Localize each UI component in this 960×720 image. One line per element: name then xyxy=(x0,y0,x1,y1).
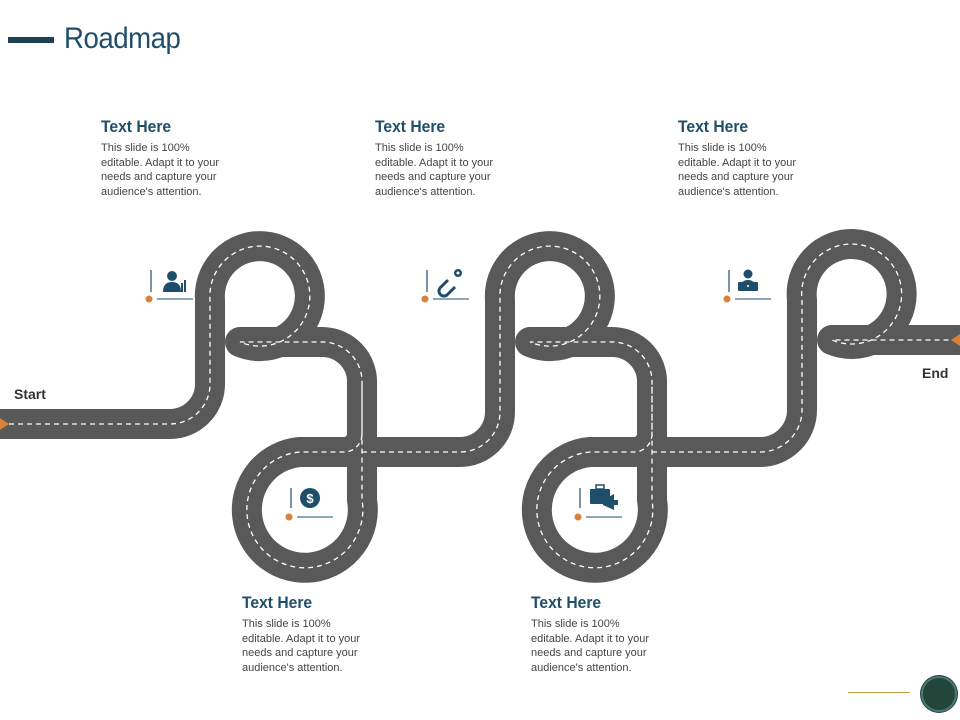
milestone-heading: Text Here xyxy=(242,593,313,612)
milestone-heading: Text Here xyxy=(101,117,172,136)
end-label: End xyxy=(922,365,949,381)
person-laptop-icon xyxy=(738,269,758,291)
footer-logo-circle xyxy=(921,676,957,712)
magnet-user-icon xyxy=(437,269,462,298)
milestone-text-4: Text Here This slide is 100%editable. Ad… xyxy=(531,593,671,675)
footer-divider xyxy=(848,692,910,693)
dollar-coin-icon: $ xyxy=(300,488,320,508)
user-chart-icon xyxy=(163,271,186,292)
milestone-body: This slide is 100%editable. Adapt it to … xyxy=(101,142,220,198)
briefcase-megaphone-icon xyxy=(590,484,618,510)
milestone-heading: Text Here xyxy=(375,117,446,136)
milestone-marker-4 xyxy=(574,484,622,521)
milestone-marker-5 xyxy=(723,269,771,303)
svg-text:$: $ xyxy=(306,491,314,506)
milestone-text-5: Text Here This slide is 100%editable. Ad… xyxy=(678,117,818,199)
title-accent-bar xyxy=(8,37,54,43)
milestone-marker-1 xyxy=(145,270,193,303)
milestone-body: This slide is 100%editable. Adapt it to … xyxy=(531,618,650,674)
end-marker xyxy=(951,334,960,346)
milestone-body: This slide is 100%editable. Adapt it to … xyxy=(242,618,361,674)
milestone-marker-2: $ xyxy=(285,488,333,521)
milestone-body: This slide is 100%editable. Adapt it to … xyxy=(678,142,797,198)
milestone-text-1: Text Here This slide is 100%editable. Ad… xyxy=(101,117,241,199)
milestone-marker-3 xyxy=(421,269,469,303)
start-label: Start xyxy=(14,386,46,402)
page-title: Roadmap xyxy=(64,22,181,55)
milestone-text-2: Text Here This slide is 100%editable. Ad… xyxy=(242,593,382,675)
milestone-heading: Text Here xyxy=(678,117,749,136)
milestone-body: This slide is 100%editable. Adapt it to … xyxy=(375,142,494,198)
milestone-heading: Text Here xyxy=(531,593,602,612)
start-marker xyxy=(0,418,9,430)
milestone-text-3: Text Here This slide is 100%editable. Ad… xyxy=(375,117,515,199)
